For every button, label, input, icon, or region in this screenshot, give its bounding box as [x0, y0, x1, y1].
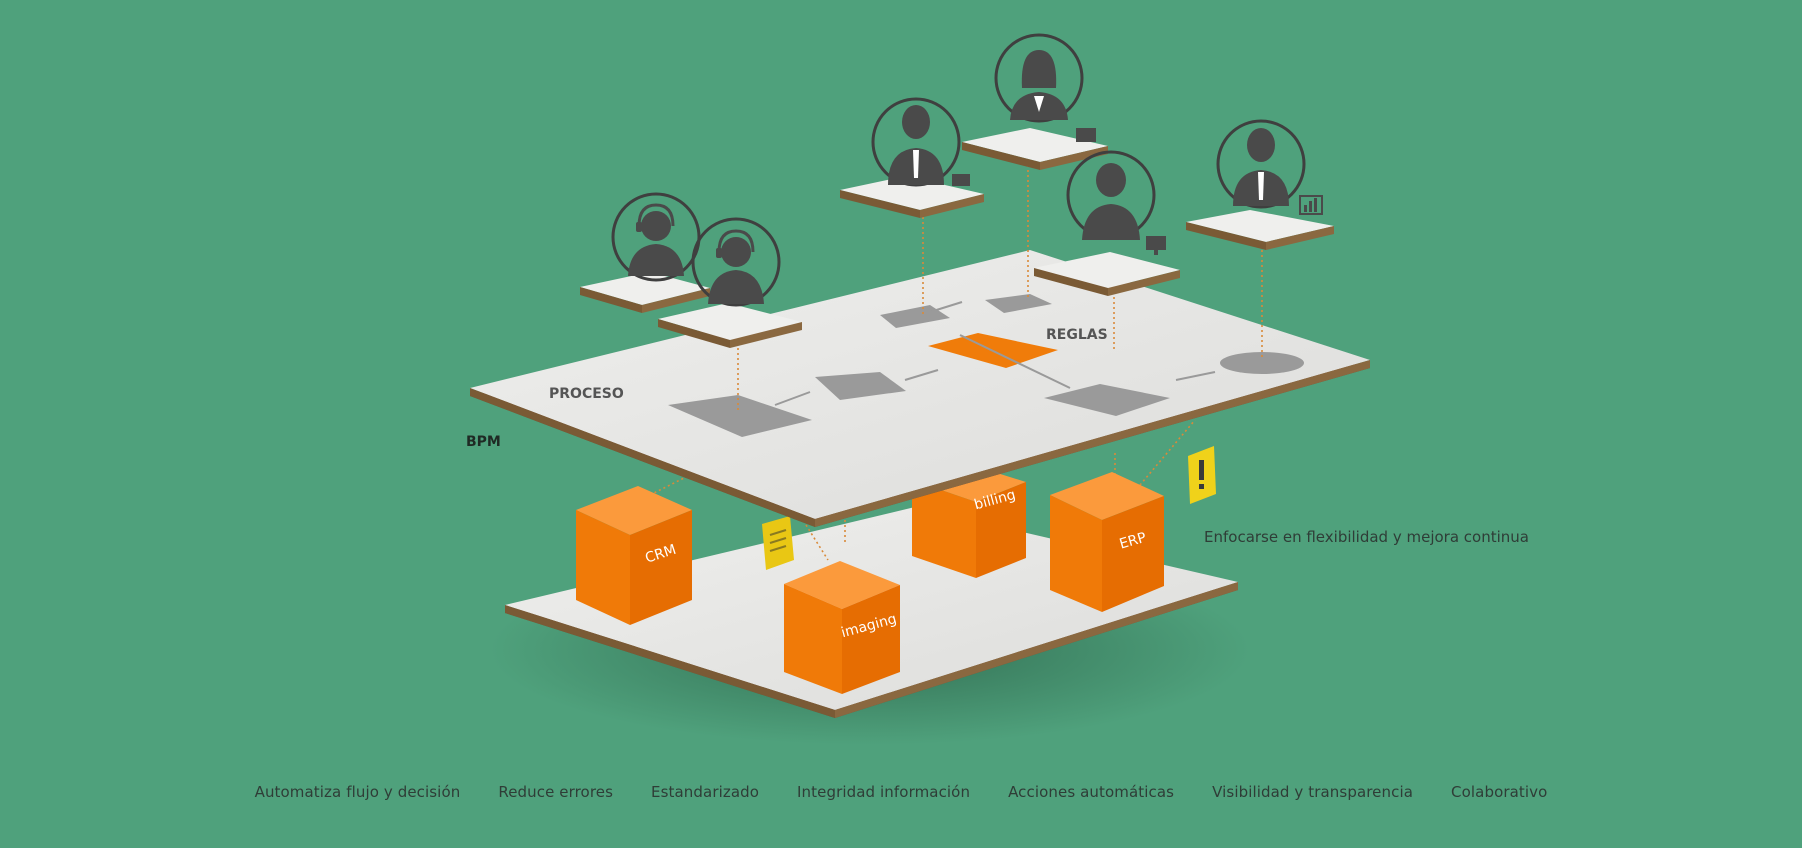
- process-flow: [668, 294, 1304, 437]
- imaging-cube: imaging: [784, 561, 900, 694]
- folder-icon: [1076, 128, 1096, 142]
- businessman-icon: [888, 105, 944, 185]
- headset-person-icon: [628, 203, 684, 276]
- businessman-icon: [1233, 128, 1289, 206]
- feature-list: Automatiza flujo y decisión Reduce error…: [0, 772, 1802, 812]
- document-note-icon: [762, 516, 794, 570]
- bpm-label: BPM: [466, 434, 501, 450]
- avatar-businesswoman: [962, 33, 1108, 170]
- avatar-businessman-2: [1186, 119, 1334, 250]
- feature-item: Automatiza flujo y decisión: [254, 783, 461, 801]
- feature-item: Visibilidad y transparencia: [1212, 783, 1414, 801]
- warning-icon: [1188, 446, 1216, 504]
- folder-icon: [952, 174, 970, 186]
- avatar-headset-2: [658, 217, 802, 348]
- process-board: [470, 250, 1370, 527]
- erp-label: ERP: [1118, 530, 1148, 553]
- focus-note: Enfocarse en flexibilidad y mejora conti…: [1204, 528, 1529, 546]
- headset-person-icon: [708, 229, 764, 304]
- feature-item: Acciones automáticas: [1008, 783, 1175, 801]
- feature-item: Estandarizado: [651, 783, 760, 801]
- proceso-label: PROCESO: [549, 386, 624, 402]
- feature-item: Reduce errores: [498, 783, 614, 801]
- erp-cube: ERP: [1050, 472, 1164, 612]
- feature-item: Integridad información: [797, 783, 971, 801]
- feature-item: Colaborativo: [1451, 783, 1548, 801]
- businesswoman-icon: [1010, 50, 1068, 120]
- person-icon: [1082, 163, 1140, 240]
- bar-chart-icon: [1299, 195, 1323, 215]
- avatar-headset-1: [580, 192, 710, 313]
- monitor-icon: [1146, 236, 1166, 255]
- avatar-connectors: [737, 160, 1263, 410]
- avatar-person: [1034, 150, 1180, 296]
- crm-cube: CRM: [576, 486, 692, 625]
- reglas-label: REGLAS: [1046, 327, 1108, 343]
- avatar-businessman-1: [840, 97, 984, 218]
